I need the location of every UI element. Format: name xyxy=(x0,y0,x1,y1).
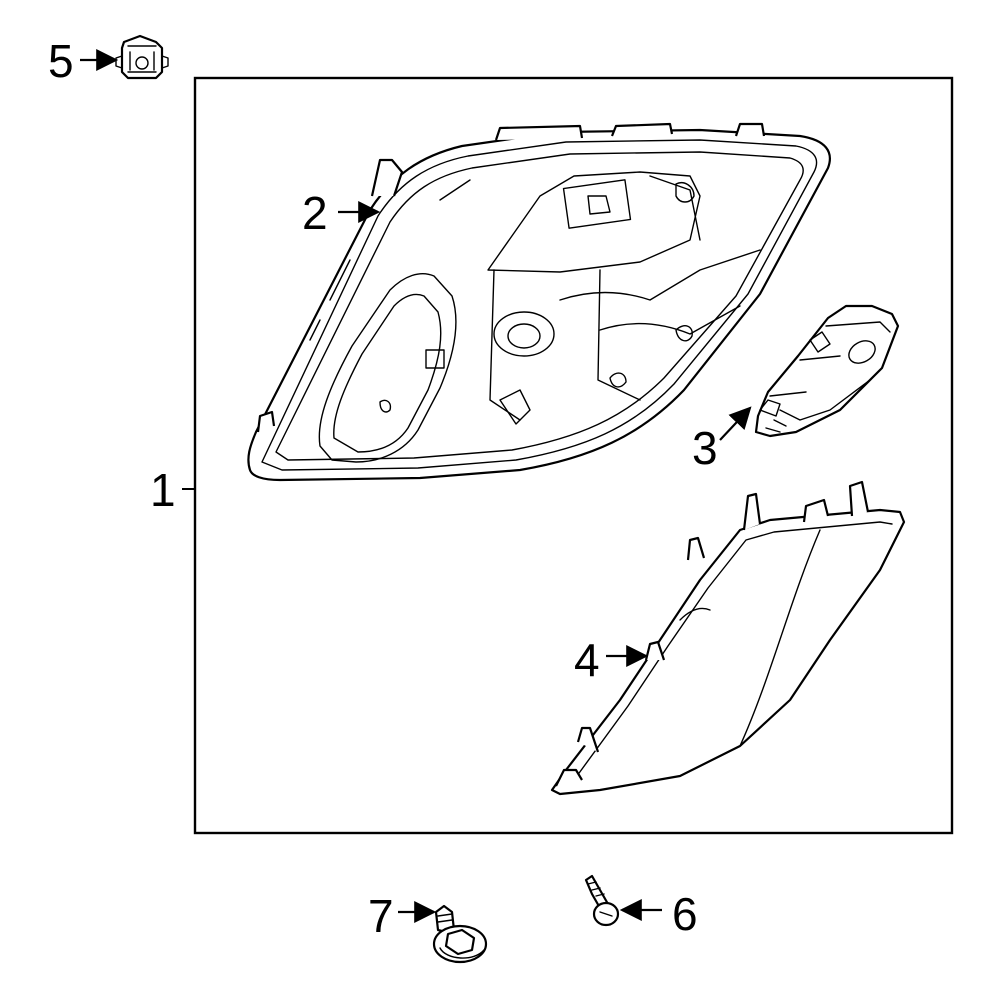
map-lamp-icon xyxy=(754,304,900,438)
screw-icon xyxy=(584,874,620,927)
callout-4: 4 xyxy=(574,634,600,686)
callout-5: 5 xyxy=(48,35,74,87)
callout-2: 2 xyxy=(302,187,328,239)
callout-6: 6 xyxy=(672,888,698,940)
assembly-frame xyxy=(193,76,954,835)
console-housing-icon xyxy=(247,122,831,482)
leader-3 xyxy=(719,406,752,441)
trim-bezel-icon xyxy=(550,480,906,796)
callout-1: 1 xyxy=(150,464,176,516)
clip-icon xyxy=(115,34,169,80)
bolt-icon xyxy=(432,904,488,964)
callout-3: 3 xyxy=(692,422,718,474)
callout-7: 7 xyxy=(368,890,394,942)
